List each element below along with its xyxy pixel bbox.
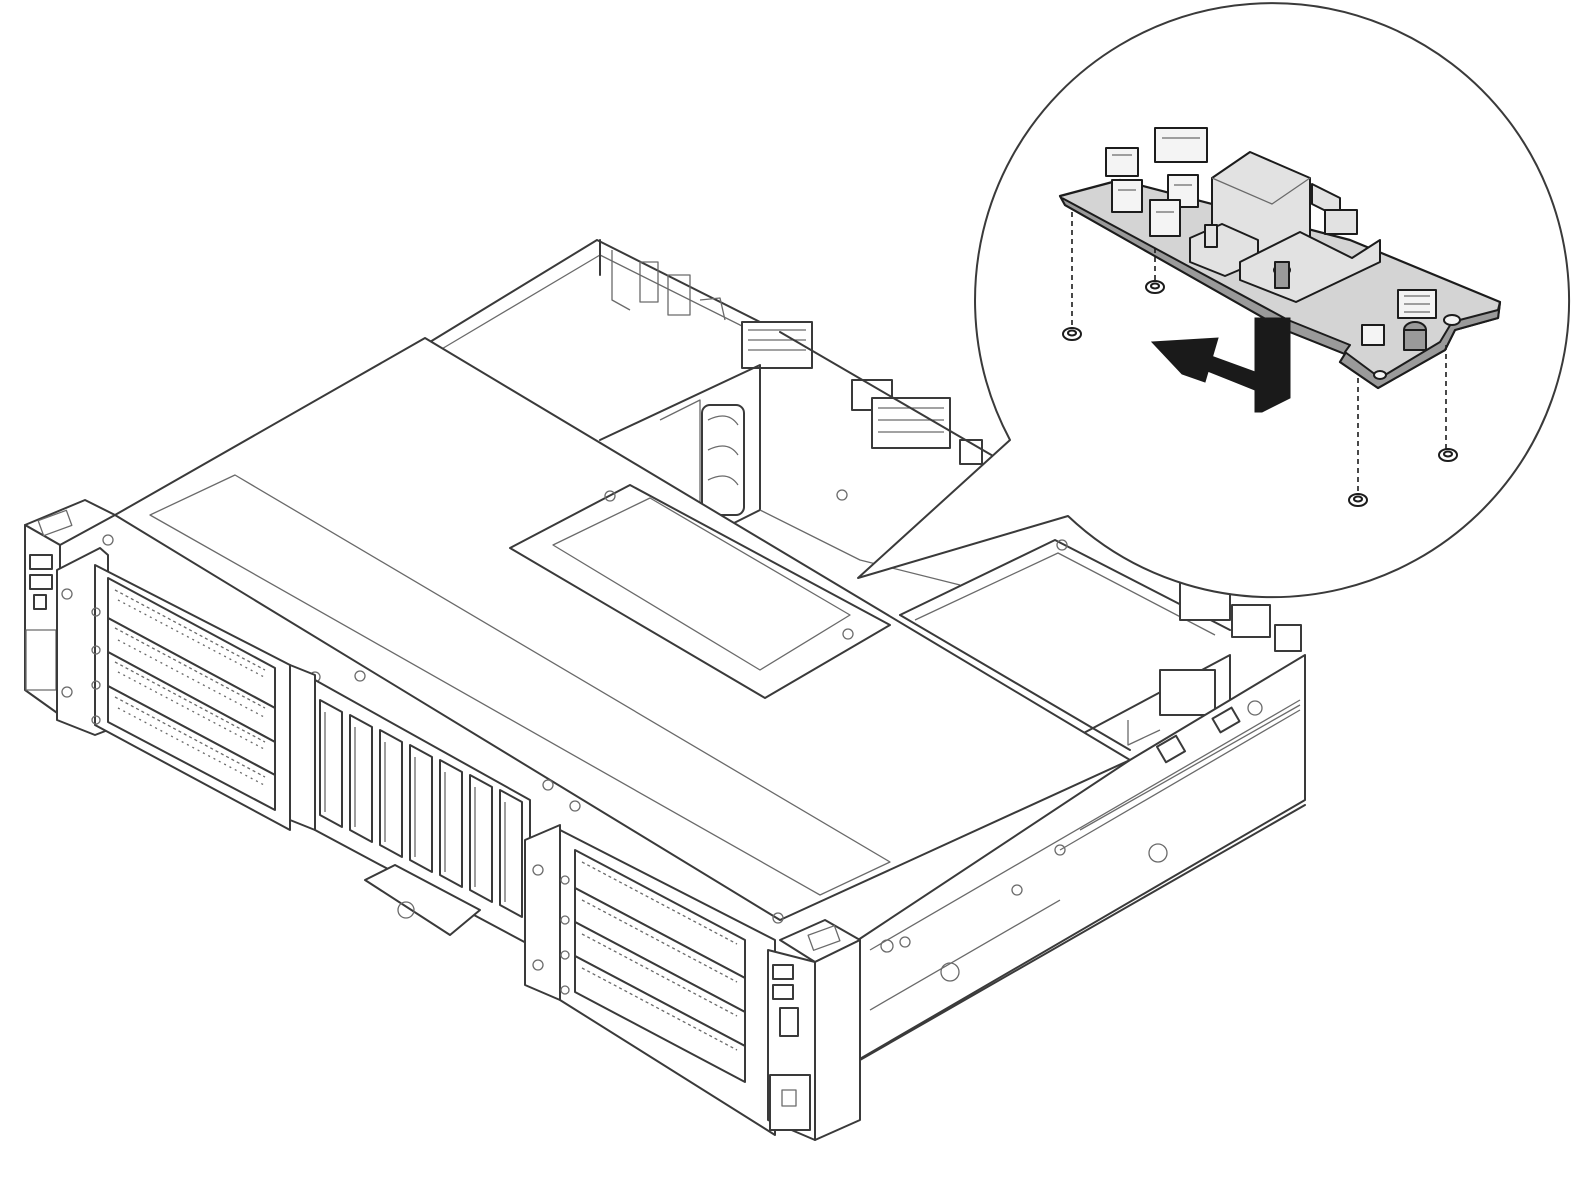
air-baffle bbox=[102, 337, 1131, 924]
board bbox=[1058, 127, 1502, 390]
right-rack-ear bbox=[767, 919, 861, 1141]
mounting-screws bbox=[1062, 212, 1458, 507]
bent-arrow-icon bbox=[1150, 317, 1291, 413]
screw-icon bbox=[1438, 448, 1458, 462]
server-chassis bbox=[24, 239, 1306, 1141]
front-drive-bays bbox=[91, 564, 776, 1136]
detail-callout bbox=[857, 2, 1570, 599]
screw-icon bbox=[1348, 493, 1368, 507]
screw-icon bbox=[1062, 327, 1082, 341]
screw-icon bbox=[1145, 280, 1165, 294]
small-drive-slots bbox=[319, 699, 523, 918]
chassis-interior bbox=[424, 239, 1302, 746]
install-arrow bbox=[1150, 317, 1291, 413]
